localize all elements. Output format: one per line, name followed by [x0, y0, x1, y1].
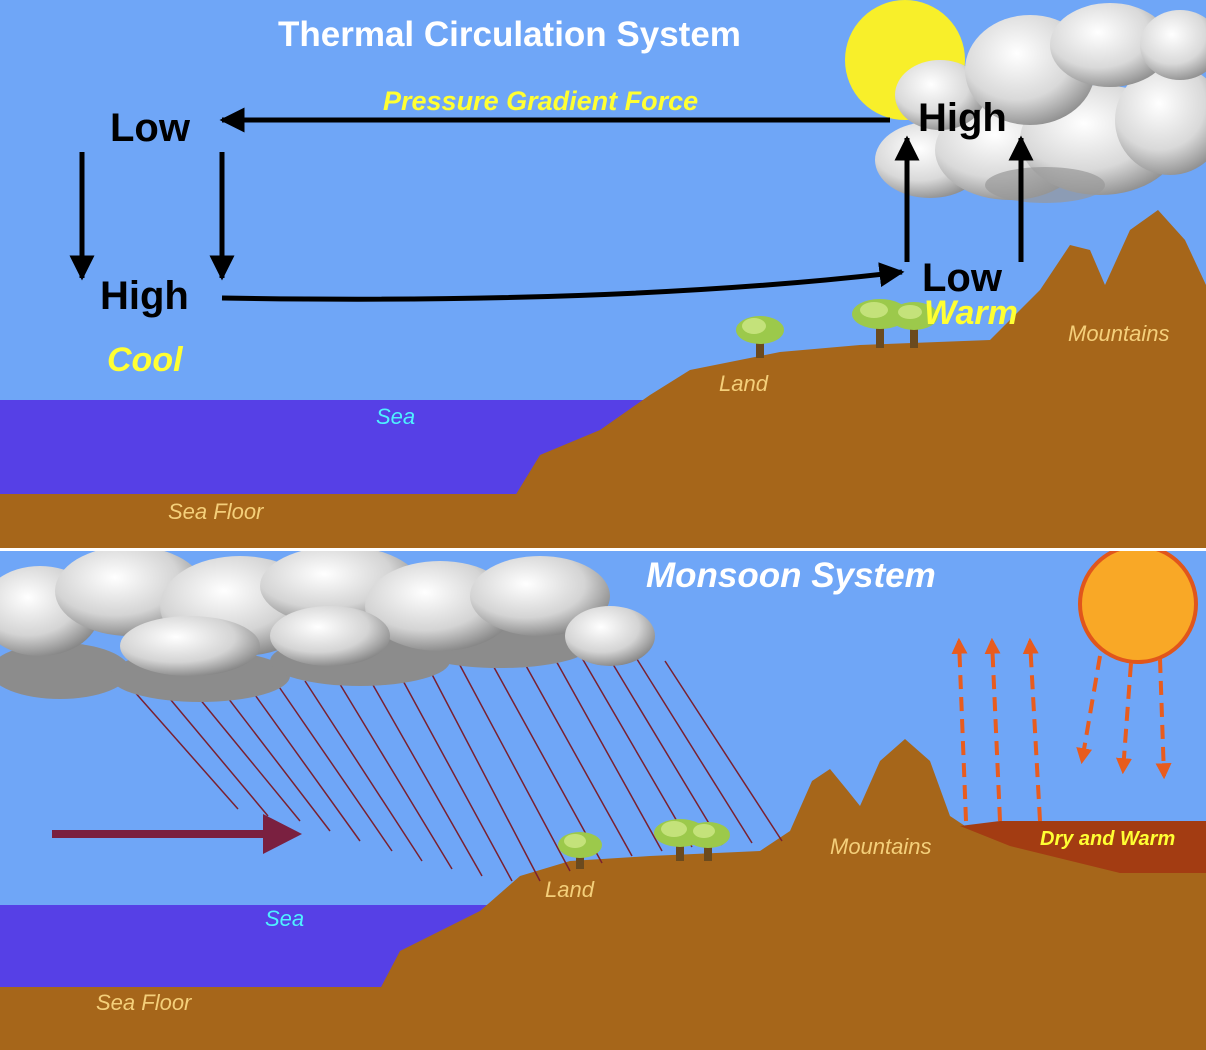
mountains-label: Mountains — [830, 834, 932, 859]
sea-aloft-low-label: Low — [110, 106, 190, 150]
warm-label: Warm — [924, 294, 1018, 332]
sea-floor-label: Sea Floor — [96, 990, 192, 1015]
heat-arrow-icon — [951, 637, 1172, 822]
land-label: Land — [719, 371, 768, 396]
pressure-gradient-force-label: Pressure Gradient Force — [383, 86, 699, 116]
thermal-diagram — [0, 0, 1206, 548]
tree-icon — [686, 822, 730, 861]
circulation-arrows — [69, 107, 1034, 302]
land-label: Land — [545, 877, 594, 902]
mountains-label: Mountains — [1068, 321, 1170, 346]
tree-icon — [558, 832, 602, 869]
cool-label: Cool — [107, 341, 183, 379]
rain-icon — [124, 640, 783, 882]
land-aloft-high-label: High — [918, 96, 1007, 140]
sea-surface-high-label: High — [100, 274, 189, 318]
sea-floor-label: Sea Floor — [168, 499, 264, 524]
tree-icon — [736, 316, 784, 358]
thermal-circulation-panel: Thermal Circulation System Pressure Grad… — [0, 0, 1206, 548]
land-surface-low-label: Low — [922, 256, 1002, 300]
sun-icon — [1078, 551, 1198, 664]
land-mass — [380, 739, 1206, 1050]
monsoon-title: Monsoon System — [646, 556, 936, 595]
thermal-title: Thermal Circulation System — [278, 15, 741, 54]
wind-arrow-icon — [52, 814, 302, 854]
land-mass — [515, 210, 1206, 548]
sea-label: Sea — [376, 404, 416, 429]
monsoon-panel: Monsoon System Sea Sea Floor Land Mounta… — [0, 551, 1206, 1050]
dry-and-warm-label: Dry and Warm — [1040, 828, 1176, 850]
arrow-surface-flow — [221, 262, 905, 302]
cloud-icon — [0, 551, 655, 702]
tree-icon — [890, 302, 938, 348]
monsoon-diagram — [0, 551, 1206, 1050]
dry-soil — [960, 821, 1206, 873]
sea-label: Sea — [265, 906, 305, 931]
